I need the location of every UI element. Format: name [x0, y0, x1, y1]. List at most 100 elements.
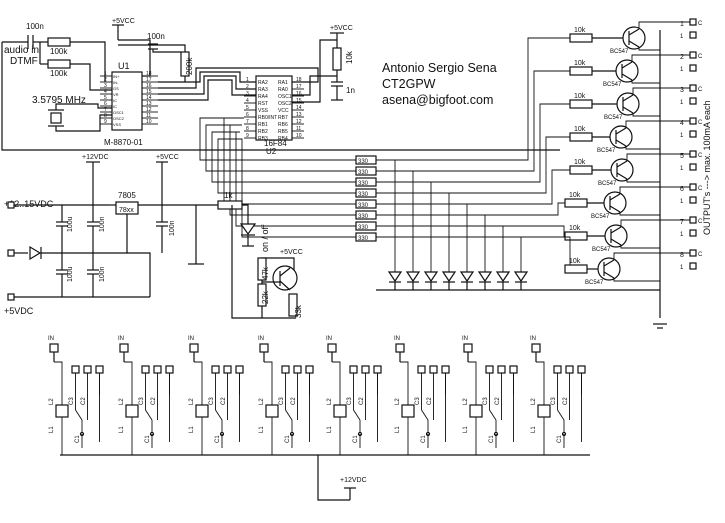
u1-pin-num: 14 — [146, 95, 152, 101]
transistor-label: BC547 — [585, 280, 604, 286]
output-connector — [689, 64, 697, 72]
u1-pin-num: 1 — [104, 71, 107, 77]
c-100u-b: 100u — [67, 266, 74, 282]
relay-contact-terminal — [361, 365, 370, 374]
relay-contact-terminal — [497, 365, 506, 374]
author-credit: Antonio Sergio Sena CT2GPW asena@bigfoot… — [382, 60, 497, 108]
u1-pin-num: 9 — [104, 119, 107, 125]
audio-input-section: audio in DTMF 100n 100k 100k 3.5795 MHz — [1, 22, 560, 151]
u2-right-pins: 18RA117RA016OSC115OSC214VCC13RB712RB611R… — [278, 77, 304, 142]
u1-pin-num: 5 — [104, 95, 107, 101]
u2-pin-name: VSS — [258, 108, 269, 114]
u1-pin-name: IC — [113, 104, 117, 109]
relay-l1-label: L1 — [395, 426, 401, 433]
relay-contact-terminal — [553, 365, 562, 374]
vcc-u2: +5VCC — [330, 25, 353, 32]
relay-coil — [537, 404, 551, 418]
u2-pin-name: RB3 — [258, 136, 268, 142]
u2-pin-num: 15 — [296, 98, 302, 104]
u1-pin-num: 12 — [146, 107, 152, 113]
relay-contact-terminal — [509, 365, 518, 374]
relay-contact-terminal — [485, 365, 494, 374]
output-pin: C — [698, 120, 703, 126]
u2-pin-name: RA2 — [258, 80, 268, 86]
u1-pin-name: GS — [113, 86, 119, 91]
relay-c1-label: C1 — [421, 435, 427, 443]
relay-c3-label: C3 — [279, 397, 285, 405]
relay-c3-label: C3 — [415, 397, 421, 405]
relay-in-terminal — [531, 343, 541, 353]
output-connector — [689, 163, 697, 171]
output-connector — [689, 51, 697, 59]
output-pin: 1 — [680, 133, 684, 139]
u2-pin-num: 4 — [246, 98, 249, 104]
output-number: 5 — [680, 153, 684, 160]
r-input-100k — [47, 37, 71, 47]
relay-c2-label: C2 — [563, 397, 569, 405]
c-1n-value: 1n — [346, 86, 355, 95]
u2-pin-num: 11 — [296, 126, 301, 132]
relay-contact-terminal — [95, 365, 104, 374]
relay-c2-label: C2 — [359, 397, 365, 405]
base-resistor-10k — [569, 66, 593, 76]
relay-in-terminal — [49, 343, 59, 353]
output-transistor — [609, 125, 633, 149]
transistor-label: BC547 — [610, 49, 629, 55]
indicator-led — [513, 271, 529, 283]
base-resistor-value: 10k — [574, 27, 586, 34]
c-100u-a: 100u — [67, 216, 74, 232]
u2-pin-name: OSC1 — [278, 94, 292, 100]
output-connector — [689, 18, 697, 26]
relay-contact-terminal — [281, 365, 290, 374]
relay-in-label: IN — [394, 336, 400, 342]
power-supply-section: +12..15VDC +5VDC +12VDC +5VCC 100u 100u … — [4, 154, 303, 319]
output-pin: C — [698, 153, 703, 159]
relay-in-label: IN — [188, 336, 194, 342]
v12-label: +12VDC — [82, 154, 109, 161]
u2-part: 16F84 — [264, 139, 287, 148]
output-connector — [689, 249, 697, 257]
relay-l2-label: L2 — [259, 398, 265, 405]
crystal-label: 3.5795 MHz — [32, 95, 86, 106]
output-connector — [689, 97, 697, 105]
output-connector — [689, 183, 697, 191]
u1-pin-num: 10 — [146, 119, 152, 125]
relay-coil — [401, 404, 415, 418]
relay-c1-label: C1 — [557, 435, 563, 443]
u1-ref: U1 — [118, 61, 130, 71]
resistor-330-value: 330 — [358, 192, 369, 198]
output-connector — [689, 31, 697, 39]
output-number: 7 — [680, 219, 684, 226]
u2-pin-name: RA0 — [278, 87, 288, 93]
relay-c1-label: C1 — [75, 435, 81, 443]
transistor-label: BC547 — [592, 247, 611, 253]
relay-in-label: IN — [118, 336, 124, 342]
u1-pin-name: IC — [113, 98, 117, 103]
relay-c1-label: C1 — [215, 435, 221, 443]
relay-l1-label: L1 — [463, 426, 469, 433]
base-resistor-10k — [569, 132, 593, 142]
relay-in-terminal — [259, 343, 269, 353]
output-number: 3 — [680, 87, 684, 94]
u1-pin-name: OSC1 — [113, 110, 125, 115]
c-input-value: 100n — [26, 22, 44, 31]
outputs-title: OUTPUT's ---> max. 100mA each — [702, 100, 712, 235]
relay-in-label: IN — [530, 336, 536, 342]
relay-c1-label: C1 — [489, 435, 495, 443]
u2-pin-name: RB0/INT — [258, 115, 277, 121]
relay-in-terminal — [189, 343, 199, 353]
u2-pin-num: 17 — [296, 84, 302, 90]
u1-pin-num: 13 — [146, 101, 152, 107]
u2-pin-name: RB6 — [278, 122, 288, 128]
relay-l2-label: L2 — [531, 398, 537, 405]
sub-transistor — [272, 265, 298, 291]
transistor-label: BC547 — [603, 82, 622, 88]
u2-pin-num: 9 — [246, 133, 249, 139]
relay-c2-label: C2 — [81, 397, 87, 405]
relay-in-terminal — [395, 343, 405, 353]
